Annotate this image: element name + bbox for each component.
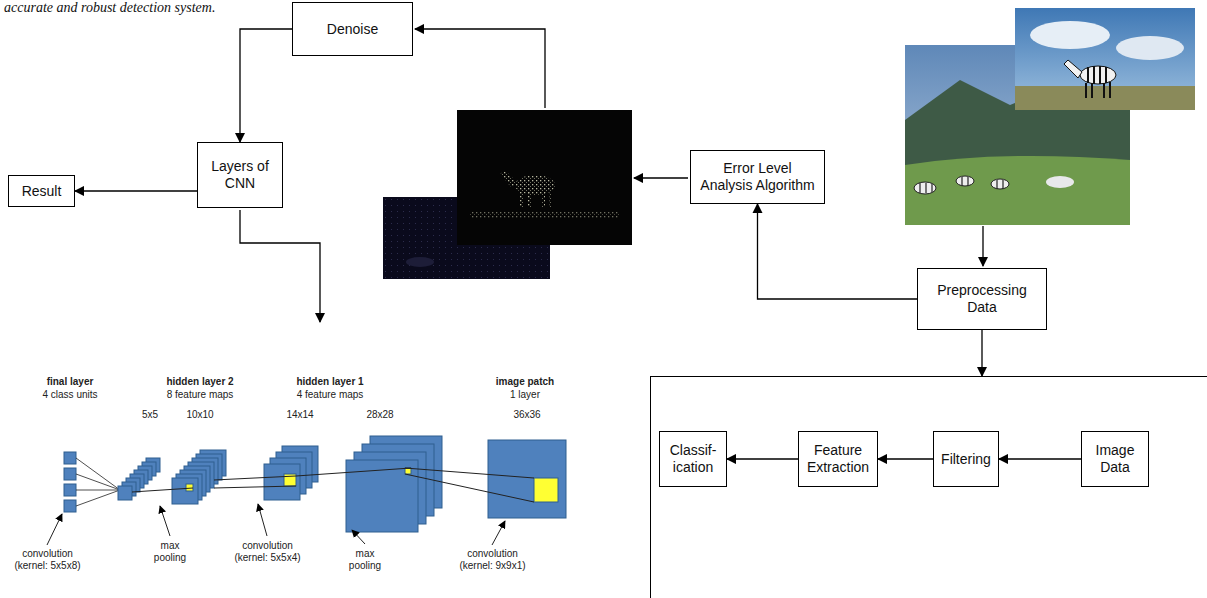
- figure-label: hidden layer 2: [150, 376, 250, 388]
- figure-label: hidden layer 1: [280, 376, 380, 388]
- figure-label: 28x28: [358, 409, 402, 421]
- flow-arrow: [240, 29, 983, 322]
- flow-connector: [758, 204, 918, 299]
- figure-label: 14x14: [278, 409, 322, 421]
- box-label: Preprocessing Data: [924, 282, 1040, 316]
- process-box: Preprocessing Data: [917, 268, 1047, 330]
- process-box: Denoise: [292, 2, 413, 56]
- page-text: accurate and robust detection system.: [4, 0, 334, 16]
- leader-arrow: [47, 504, 505, 545]
- box-label: Result: [22, 183, 62, 200]
- flow-connector: [878, 458, 933, 459]
- box-label: Layers of CNN: [204, 158, 276, 192]
- figure-label: final layer: [30, 376, 110, 388]
- figure-label: 5x5: [130, 409, 170, 421]
- figure-label: image patch: [475, 376, 575, 388]
- figure-label: convolution (kernel: 5x5x8): [5, 548, 90, 572]
- process-box: Filtering: [933, 431, 999, 487]
- flow-connector: [75, 190, 197, 191]
- flow-connector: [981, 330, 982, 376]
- process-box: Result: [8, 175, 75, 207]
- group-box: Image Data Filtering Feature Extraction Cla…: [650, 376, 1207, 598]
- figure-label: 36x36: [505, 409, 549, 421]
- flow-connector: [727, 458, 798, 459]
- process-box: Classif- ication: [659, 431, 727, 487]
- cnn-figure: [64, 436, 566, 532]
- figure-label: 8 feature maps: [150, 389, 250, 401]
- flow-connector: [240, 29, 292, 142]
- box-label: Error Level Analysis Algorithm: [697, 160, 818, 194]
- process-box: Layers of CNN: [197, 142, 283, 208]
- figure-label: 10x10: [178, 409, 222, 421]
- figure-label: 4 feature maps: [280, 389, 380, 401]
- box-label: Feature Extraction: [805, 442, 871, 476]
- box-label: Classif- ication: [666, 442, 720, 476]
- box-label: Image Data: [1088, 442, 1142, 476]
- box-label: Filtering: [941, 451, 991, 468]
- zebra-photo: [1015, 8, 1195, 110]
- process-box: Error Level Analysis Algorithm: [690, 150, 825, 204]
- figure-label: max pooling: [150, 540, 190, 564]
- process-box: Image Data: [1081, 431, 1149, 487]
- process-box: Feature Extraction: [798, 431, 878, 487]
- flow-connector: [999, 458, 1081, 459]
- figure-label: max pooling: [345, 548, 385, 572]
- figure-label: convolution (kernel: 9x9x1): [450, 548, 535, 572]
- ela-image: [457, 110, 632, 245]
- figure-label: 4 class units: [20, 389, 120, 401]
- figure-label: convolution (kernel: 5x5x4): [225, 540, 310, 564]
- figure-label: 1 layer: [485, 389, 565, 401]
- box-label: Denoise: [327, 21, 378, 38]
